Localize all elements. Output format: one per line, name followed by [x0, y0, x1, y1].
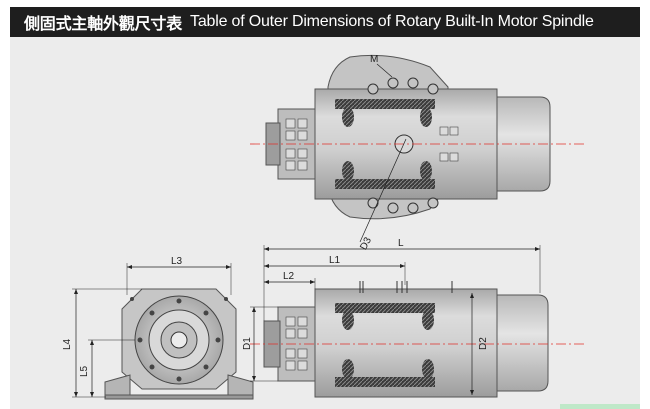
top-winding-2	[342, 161, 354, 181]
end-base	[104, 394, 254, 400]
title-chinese: 側固式主軸外觀尺寸表	[24, 14, 183, 33]
top-winding-3	[420, 107, 432, 127]
decorative-strip	[560, 404, 640, 409]
drawing-area: M D3	[10, 37, 640, 409]
end-foot-right	[227, 374, 254, 398]
side-view: L L1 L2 D1 D2	[242, 238, 585, 398]
label-L5: L5	[79, 365, 90, 377]
header-bar: 側固式主軸外觀尺寸表 Table of Outer Dimensions of …	[10, 7, 640, 37]
label-D3: D3	[358, 235, 374, 252]
label-L4: L4	[62, 338, 73, 350]
spindle-drawing: M D3	[62, 54, 585, 400]
label-D1: D1	[242, 337, 253, 350]
label-L2: L2	[283, 271, 295, 282]
label-L: L	[398, 238, 404, 249]
top-coil-lower	[335, 179, 435, 189]
label-D2: D2	[478, 337, 489, 350]
label-L3: L3	[171, 256, 183, 267]
end-bore	[170, 331, 188, 349]
end-foot-left	[104, 374, 131, 398]
title-english: Table of Outer Dimensions of Rotary Buil…	[190, 13, 594, 30]
side-rear-cap	[496, 294, 549, 392]
top-coil-upper	[335, 99, 435, 109]
label-L1: L1	[329, 255, 341, 266]
label-M: M	[370, 54, 378, 65]
top-winding-4	[420, 161, 432, 181]
top-view: M D3	[250, 54, 585, 252]
top-winding-1	[342, 107, 354, 127]
end-view: L3 L4 L5	[62, 256, 254, 400]
